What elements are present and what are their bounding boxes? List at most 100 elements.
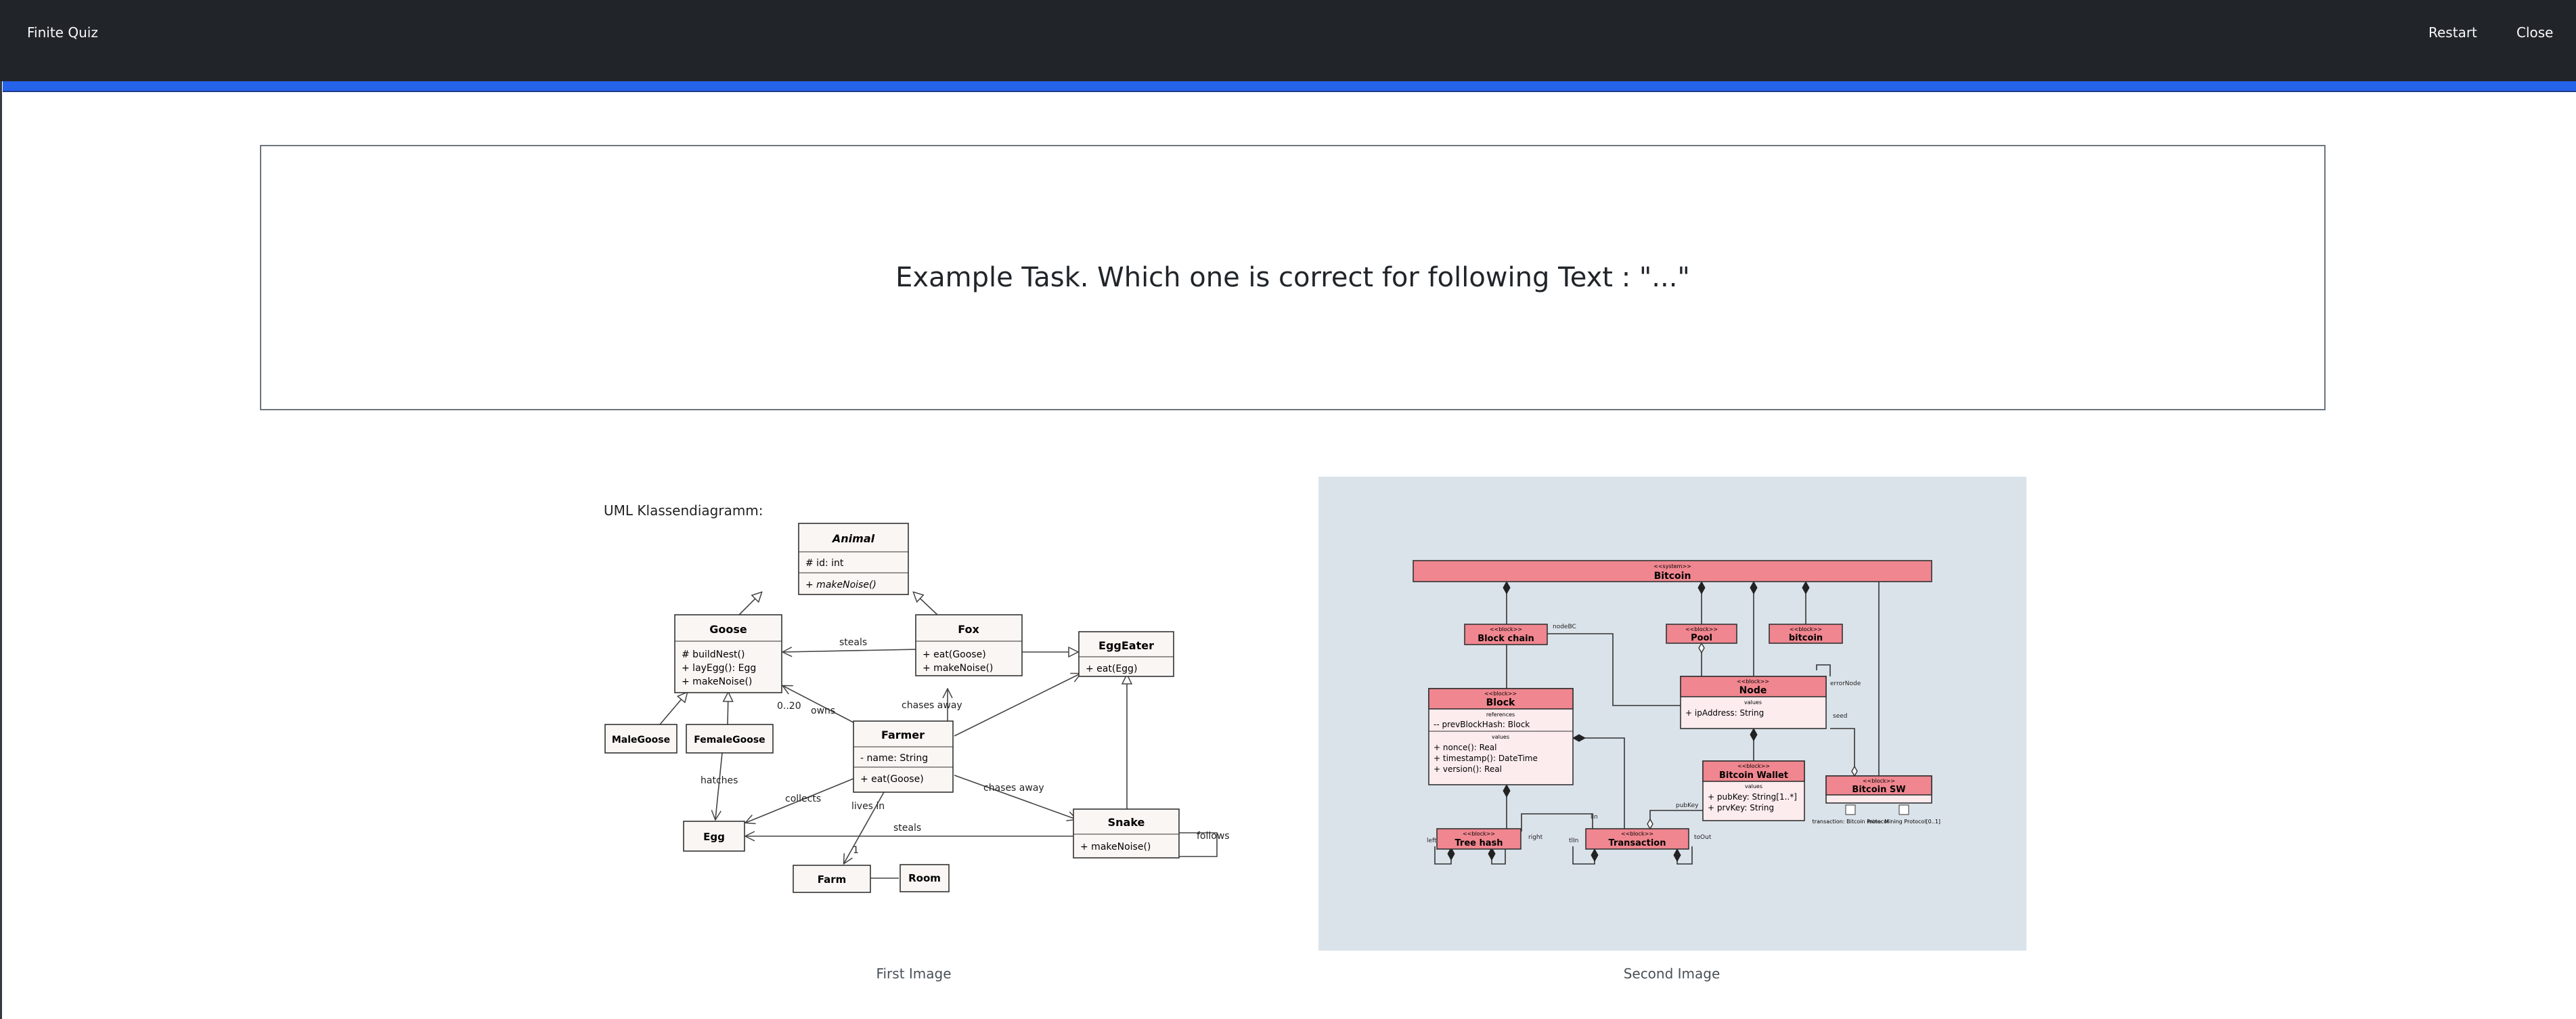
class-goose: Goose # buildNest() + layEgg(): Egg + ma… [674, 614, 782, 693]
question-box: Example Task. Which one is correct for f… [260, 145, 2326, 410]
label-right: right [1528, 834, 1543, 841]
block-bitcoin-system-stereo: <<system>> [1653, 563, 1691, 569]
navbar-brand[interactable]: Finite Quiz [27, 24, 98, 41]
block-node: <<block>> Node values + ipAddress: Strin… [1680, 676, 1827, 729]
label-seed: seed [1833, 713, 1847, 720]
block-blockchain-name: Block chain [1478, 634, 1534, 644]
class-farmer: Farmer - name: String + eat(Goose) [853, 720, 954, 793]
label-nodebc: nodeBC [1553, 624, 1576, 630]
class-malegoose-name: MaleGoose [612, 735, 670, 745]
block-node-stereo: <<block>> [1737, 678, 1769, 685]
block-bitcoin-name: bitcoin [1789, 633, 1823, 643]
label-follows: follows [1197, 831, 1230, 842]
class-animal-op: + makeNoise() [805, 580, 876, 590]
class-room-name: Room [908, 872, 941, 884]
class-femalegoose-name: FemaleGoose [694, 735, 765, 745]
class-farm: Farm [793, 865, 871, 893]
class-fox: Fox + eat(Goose) + makeNoise() [915, 614, 1023, 676]
block-bitcoin-sw-port-transaction: transaction: Bitcoin Protocol [1813, 819, 1889, 825]
block-block-stereo: <<block>> [1484, 691, 1517, 697]
progress-bar-fill [3, 81, 2576, 92]
block-transaction-stereo: <<block>> [1621, 831, 1653, 837]
class-fox-op-1: + eat(Goose) [923, 649, 986, 660]
class-animal-attr: # id: int [805, 558, 844, 569]
block-tree-hash-name: Tree hash [1454, 838, 1503, 848]
block-node-row: + ipAddress: String [1685, 708, 1764, 718]
block-node-section: values [1744, 699, 1762, 706]
progress-bar [3, 81, 2576, 92]
block-bitcoin-wallet-row-prvkey: + prvKey: String [1708, 803, 1774, 812]
block-bitcoin-wallet-stereo: <<block>> [1737, 763, 1770, 769]
class-snake-op: + makeNoise() [1080, 842, 1151, 852]
class-fox-op-2: + makeNoise() [923, 663, 993, 674]
label-lives-in: lives in [851, 801, 885, 812]
restart-link[interactable]: Restart [2428, 24, 2477, 41]
option-second-image[interactable]: <<system>> Bitcoin <<block>> Block chain… [1318, 477, 2026, 951]
block-tree-hash-stereo: <<block>> [1463, 831, 1495, 837]
class-snake: Snake + makeNoise() [1073, 808, 1180, 859]
block-bitcoin-wallet-section: values [1745, 783, 1762, 789]
class-goose-attr-1: # buildNest() [682, 649, 745, 660]
block-bitcoin-wallet: <<block>> Bitcoin Wallet values + pubKey… [1702, 760, 1805, 821]
block-block-section-values: values [1492, 734, 1509, 740]
block-bitcoin-system-name: Bitcoin [1654, 571, 1691, 582]
class-farm-name: Farm [818, 873, 847, 886]
block-bitcoin-sw: <<block>> Bitcoin SW transaction: Bitcoi… [1813, 775, 1940, 825]
class-snake-name: Snake [1108, 816, 1145, 829]
block-transaction-name: Transaction [1609, 838, 1666, 848]
label-lin: lin [1591, 814, 1598, 821]
class-egg-name: Egg [703, 831, 725, 843]
class-goose-attr-3: + makeNoise() [682, 676, 752, 687]
class-animal: Animal # id: int + makeNoise() [798, 523, 909, 595]
block-block-name: Block [1486, 697, 1515, 708]
label-errornode: errorNode [1830, 680, 1861, 687]
label-left: left [1427, 838, 1437, 844]
class-animal-name: Animal [831, 532, 875, 545]
block-bitcoin: <<block>> bitcoin [1769, 624, 1843, 644]
label-steals-snake: steals [893, 823, 921, 833]
block-bitcoin-system: <<system>> Bitcoin [1413, 560, 1932, 582]
label-hatches: hatches [701, 775, 738, 786]
block-bitcoin-stereo: <<block>> [1790, 626, 1822, 632]
label-multiplicity-one: 1 [853, 845, 859, 856]
class-eggeater: EggEater + eat(Egg) [1078, 631, 1174, 677]
block-node-name: Node [1739, 685, 1767, 696]
class-malegoose: MaleGoose [604, 724, 678, 754]
block-bitcoin-sw-stereo: <<block>> [1863, 778, 1895, 784]
label-tlin: tlIn [1569, 838, 1578, 844]
block-block: <<block>> Block references -- prevBlockH… [1428, 688, 1574, 785]
navbar: Finite Quiz Restart Close [0, 0, 2576, 81]
block-block-reference-row: -- prevBlockHash: Block [1434, 720, 1530, 729]
option-first-image[interactable]: UML Klassendiagramm: Animal # id: int + … [596, 491, 1306, 911]
question-text: Example Task. Which one is correct for f… [895, 262, 1690, 293]
block-block-section-references: references [1486, 712, 1515, 718]
block-transaction: <<block>> Transaction [1585, 828, 1689, 850]
class-goose-attr-2: + layEgg(): Egg [682, 663, 756, 674]
class-egg: Egg [683, 821, 745, 852]
block-block-row-nonce: + nonce(): Real [1434, 743, 1497, 752]
class-fox-name: Fox [958, 623, 979, 636]
label-chases-away-snake: chases away [983, 783, 1044, 794]
block-pool-name: Pool [1691, 633, 1712, 643]
block-block-row-timestamp: + timestamp(): DateTime [1434, 754, 1538, 763]
block-pool-stereo: <<block>> [1685, 626, 1718, 632]
class-goose-name: Goose [709, 623, 747, 636]
block-bitcoin-wallet-row-pubkey: + pubKey: String[1..*] [1708, 792, 1797, 802]
label-steals: steals [839, 637, 867, 648]
label-collects: collects [785, 794, 821, 804]
class-farmer-attr: - name: String [860, 753, 928, 764]
close-link[interactable]: Close [2516, 24, 2554, 41]
block-block-row-version: + version(): Real [1434, 764, 1502, 774]
class-eggeater-op: + eat(Egg) [1086, 664, 1137, 674]
class-farmer-op: + eat(Goose) [860, 774, 924, 785]
caption-first-image: First Image [876, 966, 952, 982]
page-left-border [0, 81, 2, 1019]
label-toout: toOut [1694, 834, 1712, 841]
label-chases-away-fox: chases away [902, 700, 962, 711]
uml-class-diagram: UML Klassendiagramm: Animal # id: int + … [604, 502, 1230, 893]
class-femalegoose: FemaleGoose [686, 724, 774, 754]
block-pool: <<block>> Pool [1666, 624, 1737, 644]
class-room: Room [900, 864, 950, 892]
label-pubkey: pubKey [1676, 802, 1699, 809]
label-range: 0..20 [777, 701, 801, 712]
